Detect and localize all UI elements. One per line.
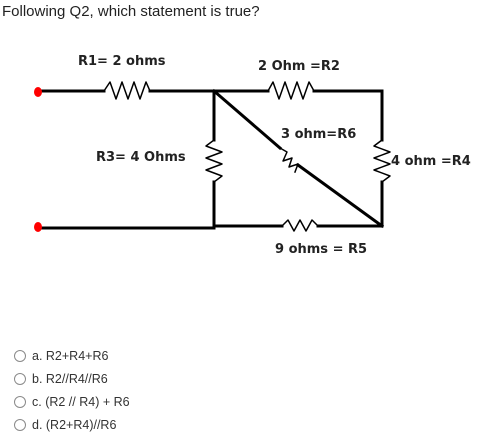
option-b[interactable]: b. R2//R4//R6 <box>14 367 130 390</box>
radio-button-a[interactable] <box>14 349 26 362</box>
resistor-r2 <box>266 81 316 100</box>
resistor-r3 <box>205 138 223 184</box>
wire-diagonal-bottom <box>295 162 385 229</box>
terminal-bottom <box>34 222 42 232</box>
label-r5: 9 ohms = R5 <box>275 242 367 257</box>
label-r2: 2 Ohm =R2 <box>258 59 340 74</box>
resistor-r1 <box>102 81 151 100</box>
option-label-c: c. (R2 // R4) + R6 <box>32 394 130 409</box>
option-c[interactable]: c. (R2 // R4) + R6 <box>14 390 130 413</box>
option-label-a: a. R2+R4+R6 <box>32 348 109 363</box>
label-r6: 3 ohm=R6 <box>281 127 356 142</box>
option-d[interactable]: d. (R2+R4)//R6 <box>14 413 130 436</box>
option-label-b: b. R2//R4//R6 <box>32 371 108 386</box>
resistor-r4 <box>373 138 391 184</box>
terminal-top <box>34 87 42 97</box>
wire-diagonal-top <box>211 88 283 151</box>
radio-button-d[interactable] <box>14 418 26 431</box>
question-text: Following Q2, which statement is true? <box>2 3 260 20</box>
option-a[interactable]: a. R2+R4+R6 <box>14 344 130 367</box>
radio-button-b[interactable] <box>14 372 26 385</box>
label-r4: 4 ohm =R4 <box>391 154 471 169</box>
option-label-d: d. (R2+R4)//R6 <box>32 417 117 432</box>
resistor-r5 <box>280 219 320 232</box>
resistor-r6 <box>278 146 299 173</box>
label-r1: R1= 2 ohms <box>78 54 166 69</box>
answer-options: a. R2+R4+R6 b. R2//R4//R6 c. (R2 // R4) … <box>14 344 130 436</box>
label-r3: R3= 4 Ohms <box>96 150 186 165</box>
radio-button-c[interactable] <box>14 395 26 408</box>
